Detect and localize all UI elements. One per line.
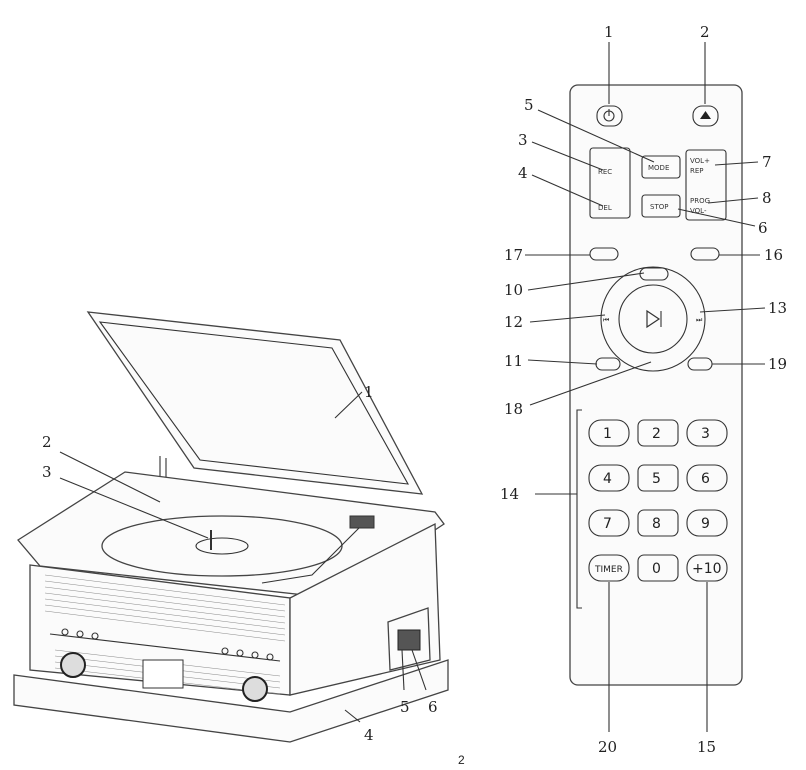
del-button-label: DEL xyxy=(598,204,612,212)
remote-callout-5: 5 xyxy=(524,96,534,114)
turntable-callout-4: 4 xyxy=(364,726,374,744)
remote-callout-15: 15 xyxy=(697,738,716,756)
right-knob xyxy=(242,676,268,702)
eject-button xyxy=(692,105,719,127)
remote-callout-16: 16 xyxy=(764,246,783,264)
key-6: 6 xyxy=(701,471,710,487)
key-9: 9 xyxy=(701,516,710,532)
key-1: 1 xyxy=(603,426,612,442)
power-button xyxy=(596,105,623,127)
cd-slot xyxy=(49,633,281,662)
play-pause-icon xyxy=(646,309,661,329)
mode-button-label: MODE xyxy=(648,164,669,172)
vol-block xyxy=(685,149,727,221)
button-17 xyxy=(589,247,619,261)
turntable-illustration: 1 2 3 4 5 6 xyxy=(13,311,449,744)
remote-callout-2: 2 xyxy=(700,23,710,41)
remote-control-illustration: REC DEL MODE STOP VOL+ REP PROG VOL- ⏮ ⏭ xyxy=(500,23,787,756)
play-pause-button xyxy=(618,284,688,354)
turntable-callout-6: 6 xyxy=(428,698,438,716)
turntable-callout-2: 2 xyxy=(42,433,52,451)
eject-icon xyxy=(700,111,711,119)
navigation-ring xyxy=(600,266,706,372)
dust-cover-lid xyxy=(86,311,424,495)
next-icon: ⏭ xyxy=(696,316,703,324)
key-5: 5 xyxy=(652,471,661,487)
display-window xyxy=(142,659,184,689)
remote-callout-8: 8 xyxy=(762,189,772,207)
stop-button xyxy=(641,194,681,218)
remote-callout-4: 4 xyxy=(518,164,528,182)
previous-icon: ⏮ xyxy=(603,316,609,324)
stop-button-label: STOP xyxy=(650,203,668,211)
remote-callout-12: 12 xyxy=(504,313,523,331)
remote-callout-3: 3 xyxy=(518,131,528,149)
turntable-callout-3: 3 xyxy=(42,463,52,481)
vol-minus-label: VOL- xyxy=(690,207,707,215)
rec-del-block xyxy=(589,147,631,219)
remote-callout-14: 14 xyxy=(500,485,519,503)
mode-button xyxy=(641,155,681,179)
numeric-keypad: 1 2 3 4 5 6 7 8 9 TIMER 0 +10 xyxy=(588,419,728,582)
remote-callout-11: 11 xyxy=(504,352,523,370)
remote-callout-20: 20 xyxy=(598,738,617,756)
key-3: 3 xyxy=(701,426,710,442)
key-2: 2 xyxy=(652,426,661,442)
key-8: 8 xyxy=(652,516,661,532)
remote-callout-10: 10 xyxy=(504,281,523,299)
tonearm xyxy=(261,524,363,584)
turntable-callout-5: 5 xyxy=(400,698,410,716)
remote-body xyxy=(569,84,743,686)
remote-callout-17: 17 xyxy=(504,246,523,264)
remote-callout-19: 19 xyxy=(768,355,787,373)
key-0: 0 xyxy=(652,561,661,577)
prog-label: PROG xyxy=(690,197,710,205)
remote-callout-7: 7 xyxy=(762,153,772,171)
timer-button xyxy=(588,554,630,582)
speaker-grille xyxy=(44,574,286,642)
remote-callout-1: 1 xyxy=(604,23,614,41)
key-4: 4 xyxy=(603,471,612,487)
vol-plus-label: VOL+ xyxy=(690,157,710,165)
plus10-button xyxy=(686,554,728,582)
front-buttons-row xyxy=(61,628,274,661)
left-knob xyxy=(60,652,86,678)
rec-button-label: REC xyxy=(598,168,612,176)
button-16 xyxy=(690,247,720,261)
remote-callout-13: 13 xyxy=(768,299,787,317)
tonearm-head xyxy=(349,515,375,529)
turntable-callout-1: 1 xyxy=(364,383,374,401)
key-7: 7 xyxy=(603,516,612,532)
remote-callout-6: 6 xyxy=(758,219,768,237)
timer-label: TIMER xyxy=(594,565,623,575)
platter xyxy=(101,515,343,577)
remote-callout-18: 18 xyxy=(504,400,523,418)
base-plinth xyxy=(13,659,449,743)
plus10-label: +10 xyxy=(692,561,722,577)
rep-label: REP xyxy=(690,167,704,175)
keypad-bracket xyxy=(576,409,582,609)
page-number: 2 xyxy=(458,753,465,767)
